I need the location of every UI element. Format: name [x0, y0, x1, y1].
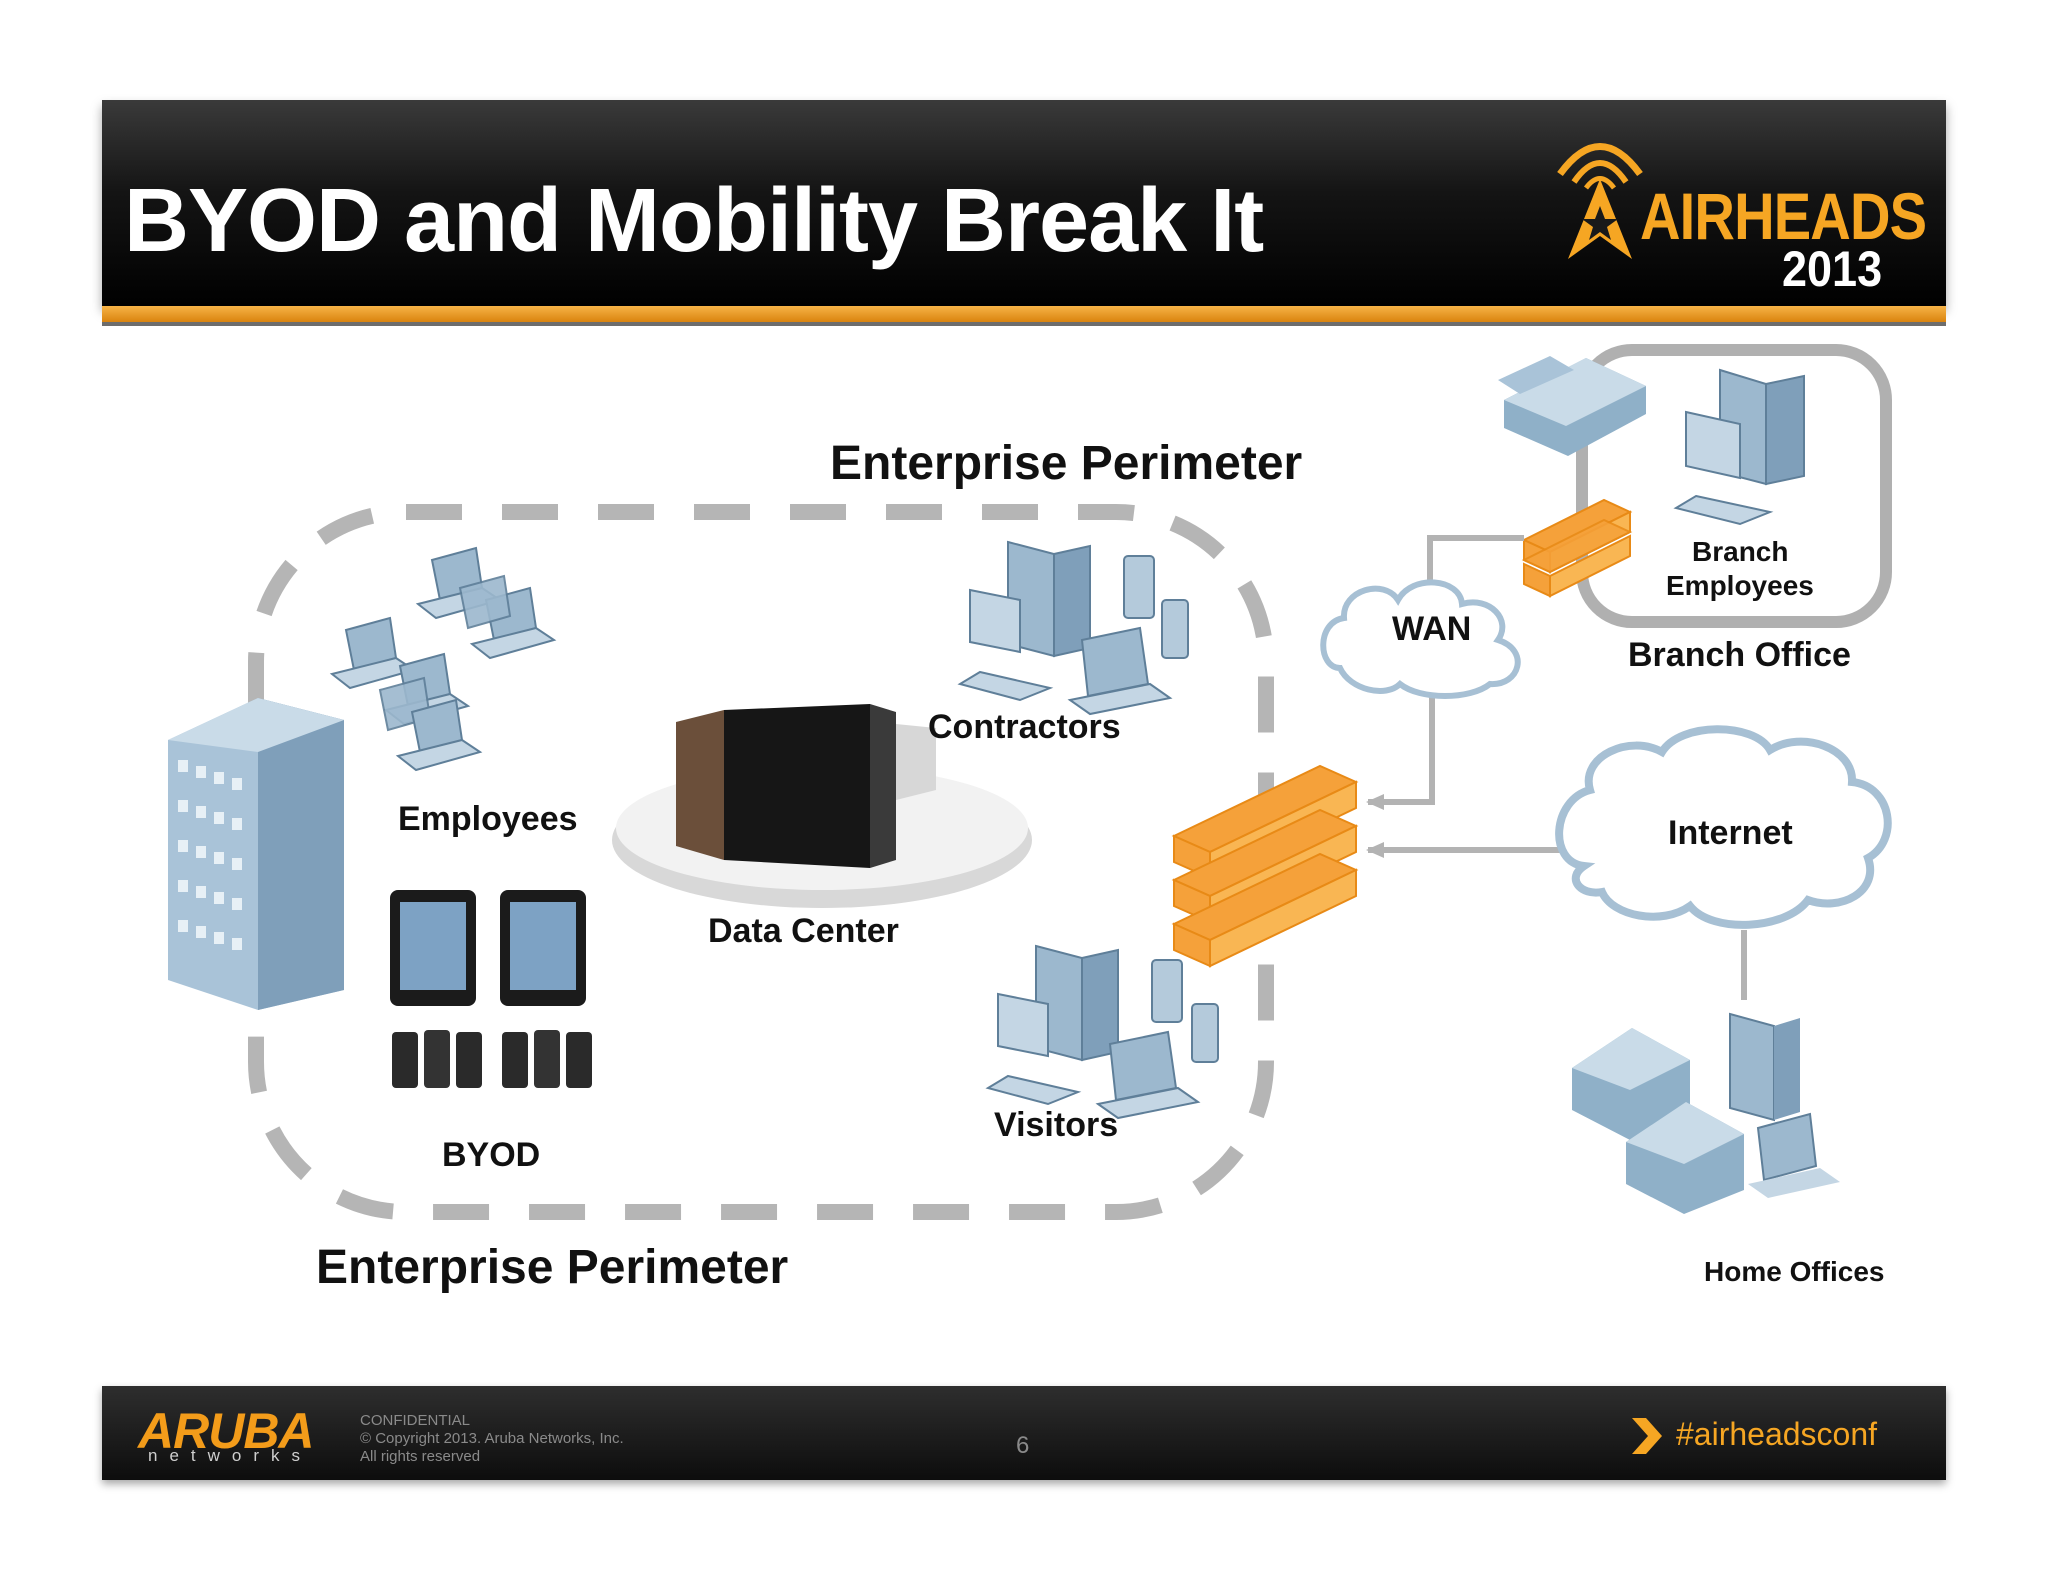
footer-bar: [102, 1386, 1946, 1480]
internet-label: Internet: [1668, 814, 1793, 852]
wan-label: WAN: [1392, 610, 1472, 648]
header-divider: [102, 322, 1946, 326]
aruba-logo: ARUBA: [138, 1403, 315, 1459]
aruba-logo-subtitle: networks: [148, 1446, 313, 1465]
byod-label: BYOD: [442, 1136, 541, 1174]
office-building-icon: [168, 698, 344, 1010]
internet-arrow-head: [1366, 842, 1384, 858]
connector-lines: [1368, 535, 1747, 1000]
page-title: BYOD and Mobility Break It: [124, 171, 1264, 271]
confidential-label: CONFIDENTIAL: [360, 1412, 471, 1429]
contractors-devices-icon: [957, 540, 1189, 716]
wan-arrow-head: [1366, 794, 1384, 810]
visitors-label: Visitors: [994, 1106, 1119, 1144]
branch-office-label: Branch Office: [1628, 636, 1851, 674]
logo-year: 2013: [1782, 241, 1883, 297]
byod-devices-icon: [390, 890, 592, 1088]
home-offices-icon: [1572, 1012, 1840, 1214]
header-bar: [102, 100, 1946, 306]
branch-employees-label-line1: Branch: [1692, 536, 1789, 567]
header-accent-stripe: [102, 306, 1946, 322]
home-offices-label: Home Offices: [1704, 1256, 1885, 1287]
branch-computer-icon: [1673, 368, 1805, 526]
data-center-label: Data Center: [708, 912, 899, 950]
branch-office-boundary: [1576, 344, 1892, 628]
hashtag-link: #airheadsconf: [1676, 1416, 1878, 1452]
chevron-right-icon: [1632, 1418, 1662, 1454]
contractors-label: Contractors: [928, 708, 1121, 746]
employee-laptops-icon: [329, 546, 557, 772]
main-firewall-icon: [1171, 764, 1359, 968]
perimeter-title-bottom: Enterprise Perimeter: [316, 1241, 789, 1294]
wan-cloud-icon: [1320, 579, 1521, 699]
page-number: 6: [1016, 1432, 1030, 1459]
rights-text: All rights reserved: [360, 1448, 481, 1465]
internet-cloud-icon: [1555, 725, 1892, 929]
visitors-devices-icon: [985, 944, 1219, 1120]
airheads-logo-icon: [1557, 143, 1643, 259]
perimeter-title-top: Enterprise Perimeter: [830, 437, 1303, 490]
branch-building-icon: [1498, 356, 1646, 456]
copyright-text: © Copyright 2013. Aruba Networks, Inc.: [360, 1430, 624, 1447]
data-center-icon: [612, 704, 1032, 908]
logo-wordmark: AIRHEADS: [1640, 179, 1927, 253]
branch-employees-label-line2: Employees: [1666, 570, 1814, 601]
branch-firewall-icon: [1521, 498, 1633, 598]
employees-label: Employees: [398, 800, 578, 838]
